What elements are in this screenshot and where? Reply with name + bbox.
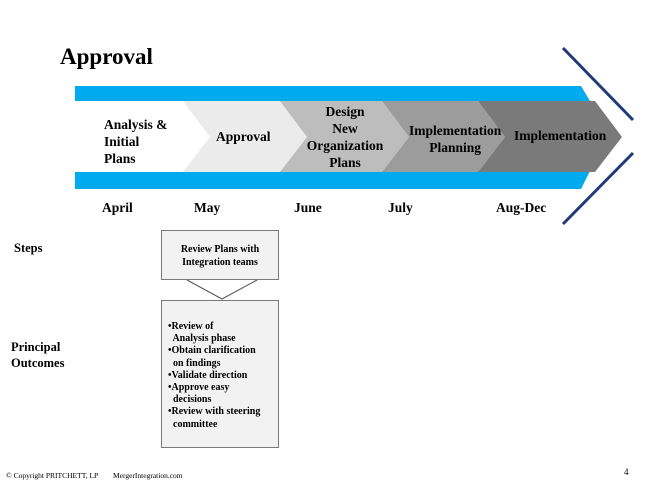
outcome-line: •Obtain clarification — [168, 345, 256, 357]
bottom-band — [75, 171, 590, 189]
phase-label-analysis: Analysis & Initial Plans — [104, 117, 168, 166]
outcome-line: •Review with steering — [168, 406, 261, 418]
footer-copyright: © Copyright PRITCHETT, LP — [6, 471, 99, 480]
outcome-line: •Validate direction — [168, 369, 248, 381]
outcome-line: Analysis phase — [168, 333, 236, 345]
chevron-planning — [382, 101, 505, 172]
month-may: May — [194, 200, 221, 215]
bracket-lower-line — [561, 151, 635, 226]
bracket-upper-line — [561, 46, 635, 122]
outcomes-box: •Review of Analysis phase •Obtain clarif… — [161, 300, 279, 448]
outcome-line: committee — [168, 418, 218, 430]
steps-connector — [186, 279, 258, 300]
chevron-implementation — [478, 101, 622, 172]
chevron-analysis — [75, 101, 210, 172]
outcome-line: on findings — [168, 357, 221, 369]
row-label-outcomes: Principal Outcomes — [11, 340, 65, 370]
phase-label-planning: Implementation Planning — [409, 123, 502, 155]
month-aug-dec: Aug-Dec — [496, 200, 547, 215]
outcome-line: •Review of — [168, 321, 214, 332]
phase-label-implementation: Implementation — [514, 128, 607, 143]
month-july: July — [388, 200, 413, 215]
footer-site: MergerIntegration.com — [113, 471, 183, 480]
month-june: June — [294, 200, 322, 215]
page-title: Approval — [60, 44, 153, 69]
chevron-design — [280, 101, 409, 172]
outcome-line: •Approve easy — [168, 382, 230, 394]
top-band — [75, 86, 590, 101]
chevron-approval — [183, 101, 307, 172]
phase-label-approval: Approval — [216, 129, 271, 144]
page-number: 4 — [624, 467, 629, 477]
phase-label-design: Design New Organization Plans — [306, 104, 384, 170]
steps-box: Review Plans with Integration teams — [161, 230, 279, 280]
month-april: April — [102, 200, 133, 215]
row-label-steps: Steps — [14, 241, 43, 255]
outcome-line: decisions — [168, 394, 212, 406]
